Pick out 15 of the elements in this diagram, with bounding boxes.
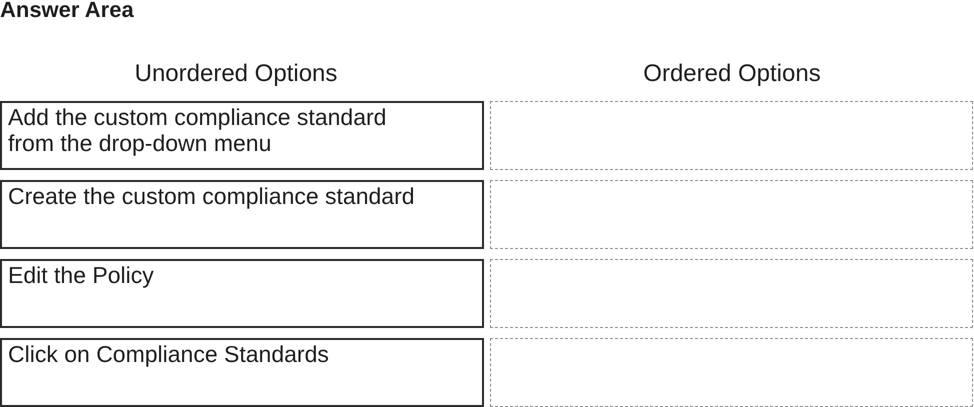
answer-area-title: Answer Area <box>0 0 134 23</box>
answer-box <box>490 338 973 407</box>
column-heading: Unordered Options <box>134 59 338 89</box>
answer-box <box>490 180 973 249</box>
option-box <box>0 338 484 407</box>
option-box <box>0 180 484 249</box>
answer-box <box>490 101 973 170</box>
option-box <box>0 101 484 170</box>
option-text: Add the custom compliance standard from the drop-down menu <box>7 103 388 156</box>
option-text: Edit the Policy <box>7 261 155 288</box>
option-text: Create the custom compliance standard <box>7 182 416 209</box>
answer-box <box>490 259 973 328</box>
option-box <box>0 259 484 328</box>
option-text: Click on Compliance Standards <box>7 340 330 367</box>
column-heading: Ordered Options <box>643 59 821 89</box>
